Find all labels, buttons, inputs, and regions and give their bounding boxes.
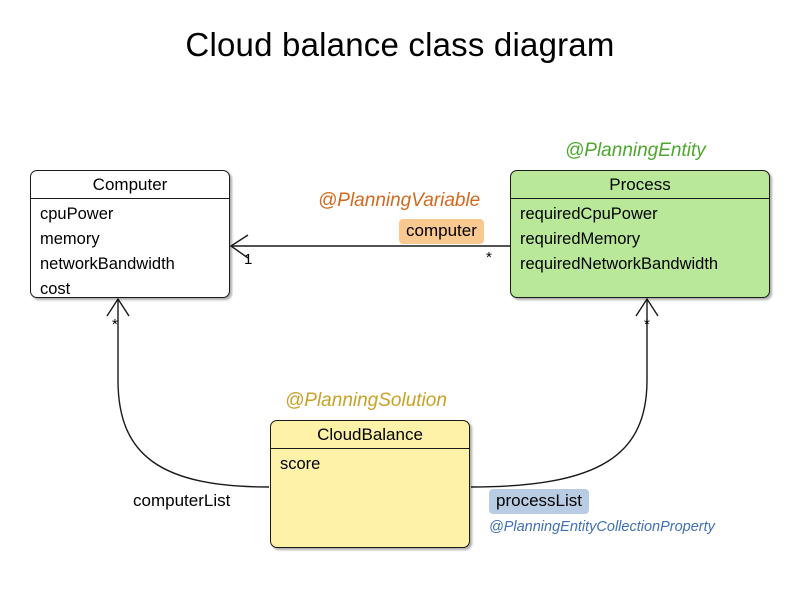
class-name-computer: Computer	[31, 171, 229, 199]
class-box-computer[interactable]: Computer cpuPower memory networkBandwidt…	[30, 170, 230, 298]
annotation-planning-entity: @PlanningEntity	[565, 140, 706, 161]
multiplicity-star-process: *	[486, 249, 492, 266]
annotation-planning-entity-collection-property: @PlanningEntityCollectionProperty	[489, 519, 715, 535]
role-label-computer-list: computerList	[133, 491, 231, 510]
multiplicity-star-process-list: *	[644, 316, 650, 333]
arrowhead-to-process-bottom	[635, 297, 659, 317]
class-box-cloudbalance[interactable]: CloudBalance score	[270, 420, 470, 548]
association-cloudbalance-computer	[117, 299, 270, 488]
attribute-row: networkBandwidth	[40, 255, 175, 273]
multiplicity-one-computer: 1	[244, 251, 253, 268]
multiplicity-star-computer-list: *	[112, 316, 118, 333]
attribute-row: requiredMemory	[520, 230, 641, 248]
attribute-row: requiredCpuPower	[520, 205, 658, 223]
annotation-planning-solution: @PlanningSolution	[285, 390, 447, 411]
attribute-row: cost	[40, 280, 71, 298]
class-name-process: Process	[511, 171, 769, 199]
association-cloudbalance-process	[470, 299, 648, 488]
page-title: Cloud balance class diagram	[185, 26, 615, 63]
attribute-row: cpuPower	[40, 205, 114, 223]
role-label-computer: computer	[399, 219, 484, 244]
annotation-planning-variable: @PlanningVariable	[318, 190, 481, 211]
arrowhead-to-computer-bottom	[106, 297, 130, 317]
attribute-row: requiredNetworkBandwidth	[520, 255, 719, 273]
attribute-row: memory	[40, 230, 100, 248]
class-box-process[interactable]: Process requiredCpuPower requiredMemory …	[510, 170, 770, 298]
attribute-row: score	[280, 455, 321, 473]
class-name-cloudbalance: CloudBalance	[271, 421, 469, 449]
attribute-list-process: requiredCpuPower requiredMemory required…	[511, 199, 769, 277]
attribute-list-cloudbalance: score	[271, 449, 469, 477]
attribute-list-computer: cpuPower memory networkBandwidth cost	[31, 199, 229, 298]
role-label-process-list: processList	[489, 489, 589, 514]
